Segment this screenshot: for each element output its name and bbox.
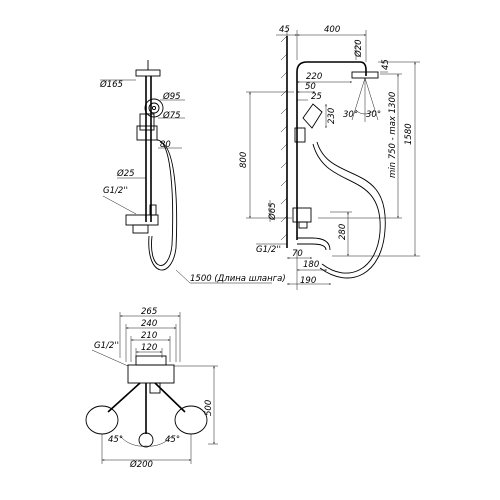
label-angle-left: 30° bbox=[343, 110, 358, 120]
label-240: 240 bbox=[141, 319, 157, 329]
arc-angle-left bbox=[355, 109, 366, 115]
label-spout-height: 280 bbox=[338, 224, 348, 240]
side-spout bbox=[297, 237, 331, 251]
label-mixer-diameter: Ø65 bbox=[267, 202, 278, 221]
label-height-range: min 750 - max 1300 bbox=[388, 92, 398, 178]
label-holder-diameter: Ø75 bbox=[162, 110, 181, 121]
label-head-diameter: Ø165 bbox=[99, 79, 123, 90]
side-mixer-valve bbox=[298, 221, 308, 229]
dim-line-hose bbox=[175, 269, 191, 284]
front-hose bbox=[151, 139, 174, 266]
side-holder bbox=[294, 127, 306, 143]
top-disc-left bbox=[85, 405, 119, 435]
front-view: Ø165 Ø95 Ø75 80 Ø25 G1/2'' 1500 (Длина ш… bbox=[99, 60, 286, 284]
spray-line-right bbox=[364, 77, 379, 121]
front-head-plate bbox=[135, 69, 161, 77]
label-depth: 500 bbox=[204, 400, 214, 416]
arc-top-left bbox=[119, 435, 147, 447]
label-holder-offset: 80 bbox=[160, 140, 171, 150]
label-hose-length: 1500 (Длина шланга) bbox=[190, 274, 286, 284]
label-220: 220 bbox=[306, 72, 322, 82]
label-hand-shower-diameter: Ø95 bbox=[162, 91, 181, 102]
side-hose bbox=[316, 141, 386, 279]
top-arm-left bbox=[107, 382, 141, 413]
front-mixer-body bbox=[125, 214, 159, 226]
label-top-inlet: G1/2'' bbox=[94, 341, 119, 351]
side-head-plate bbox=[351, 71, 379, 79]
label-side-inlet: G1/2'' bbox=[256, 245, 281, 255]
label-wall-offset: 45 bbox=[279, 25, 290, 35]
label-top-angle-left: 45° bbox=[108, 435, 123, 445]
label-265: 265 bbox=[141, 307, 157, 317]
top-mixer-body bbox=[127, 364, 175, 384]
label-230: 230 bbox=[327, 108, 337, 124]
label-190: 190 bbox=[300, 276, 316, 286]
side-hand-shower bbox=[302, 103, 323, 129]
front-mixer-outlet bbox=[132, 224, 149, 234]
dim-line-front-inlet bbox=[102, 195, 137, 215]
label-25: 25 bbox=[311, 92, 322, 102]
front-hand-shower-center bbox=[151, 105, 157, 111]
top-mixer-cap bbox=[135, 355, 167, 366]
wall-hatching bbox=[280, 35, 288, 241]
front-mixer-handle bbox=[149, 204, 157, 216]
label-angle-right: 30° bbox=[366, 110, 381, 120]
top-arm-right bbox=[154, 382, 186, 413]
spray-line-left bbox=[351, 77, 366, 121]
label-arm-length: 400 bbox=[324, 25, 340, 35]
side-view: 45 400 Ø20 45 220 50 25 230 30° 30° 800 … bbox=[239, 25, 420, 290]
label-riser-height: 800 bbox=[239, 152, 249, 168]
label-50: 50 bbox=[305, 82, 316, 92]
label-180: 180 bbox=[303, 260, 319, 270]
label-210: 210 bbox=[141, 331, 157, 341]
top-disc-center bbox=[138, 432, 154, 448]
side-arm bbox=[296, 61, 367, 76]
side-hose-inner bbox=[312, 143, 381, 274]
top-mixer-outlet bbox=[149, 382, 161, 394]
label-front-inlet: G1/2'' bbox=[103, 186, 128, 196]
side-spout-inner bbox=[297, 243, 327, 251]
label-pipe-diameter: Ø25 bbox=[116, 168, 135, 179]
label-total-height: 1580 bbox=[404, 123, 414, 145]
label-top-angle-right: 45° bbox=[165, 435, 180, 445]
label-120: 120 bbox=[141, 343, 157, 353]
top-view: 265 240 210 120 G1/2'' 500 45° 45° Ø200 bbox=[85, 307, 218, 470]
label-head-tilt: 45 bbox=[381, 59, 391, 70]
label-top-head-diameter: Ø200 bbox=[129, 459, 153, 470]
front-hand-shower-inner bbox=[148, 102, 160, 114]
dim-line-top-inlet bbox=[91, 349, 129, 367]
top-disc-right bbox=[174, 405, 208, 435]
label-arm-diameter: Ø20 bbox=[353, 39, 364, 58]
front-hose-outer bbox=[148, 141, 178, 271]
front-holder bbox=[139, 113, 155, 131]
arc-angle-right bbox=[364, 109, 375, 115]
side-mixer bbox=[292, 207, 312, 223]
label-70: 70 bbox=[292, 249, 303, 259]
front-slide-bar bbox=[136, 125, 158, 141]
